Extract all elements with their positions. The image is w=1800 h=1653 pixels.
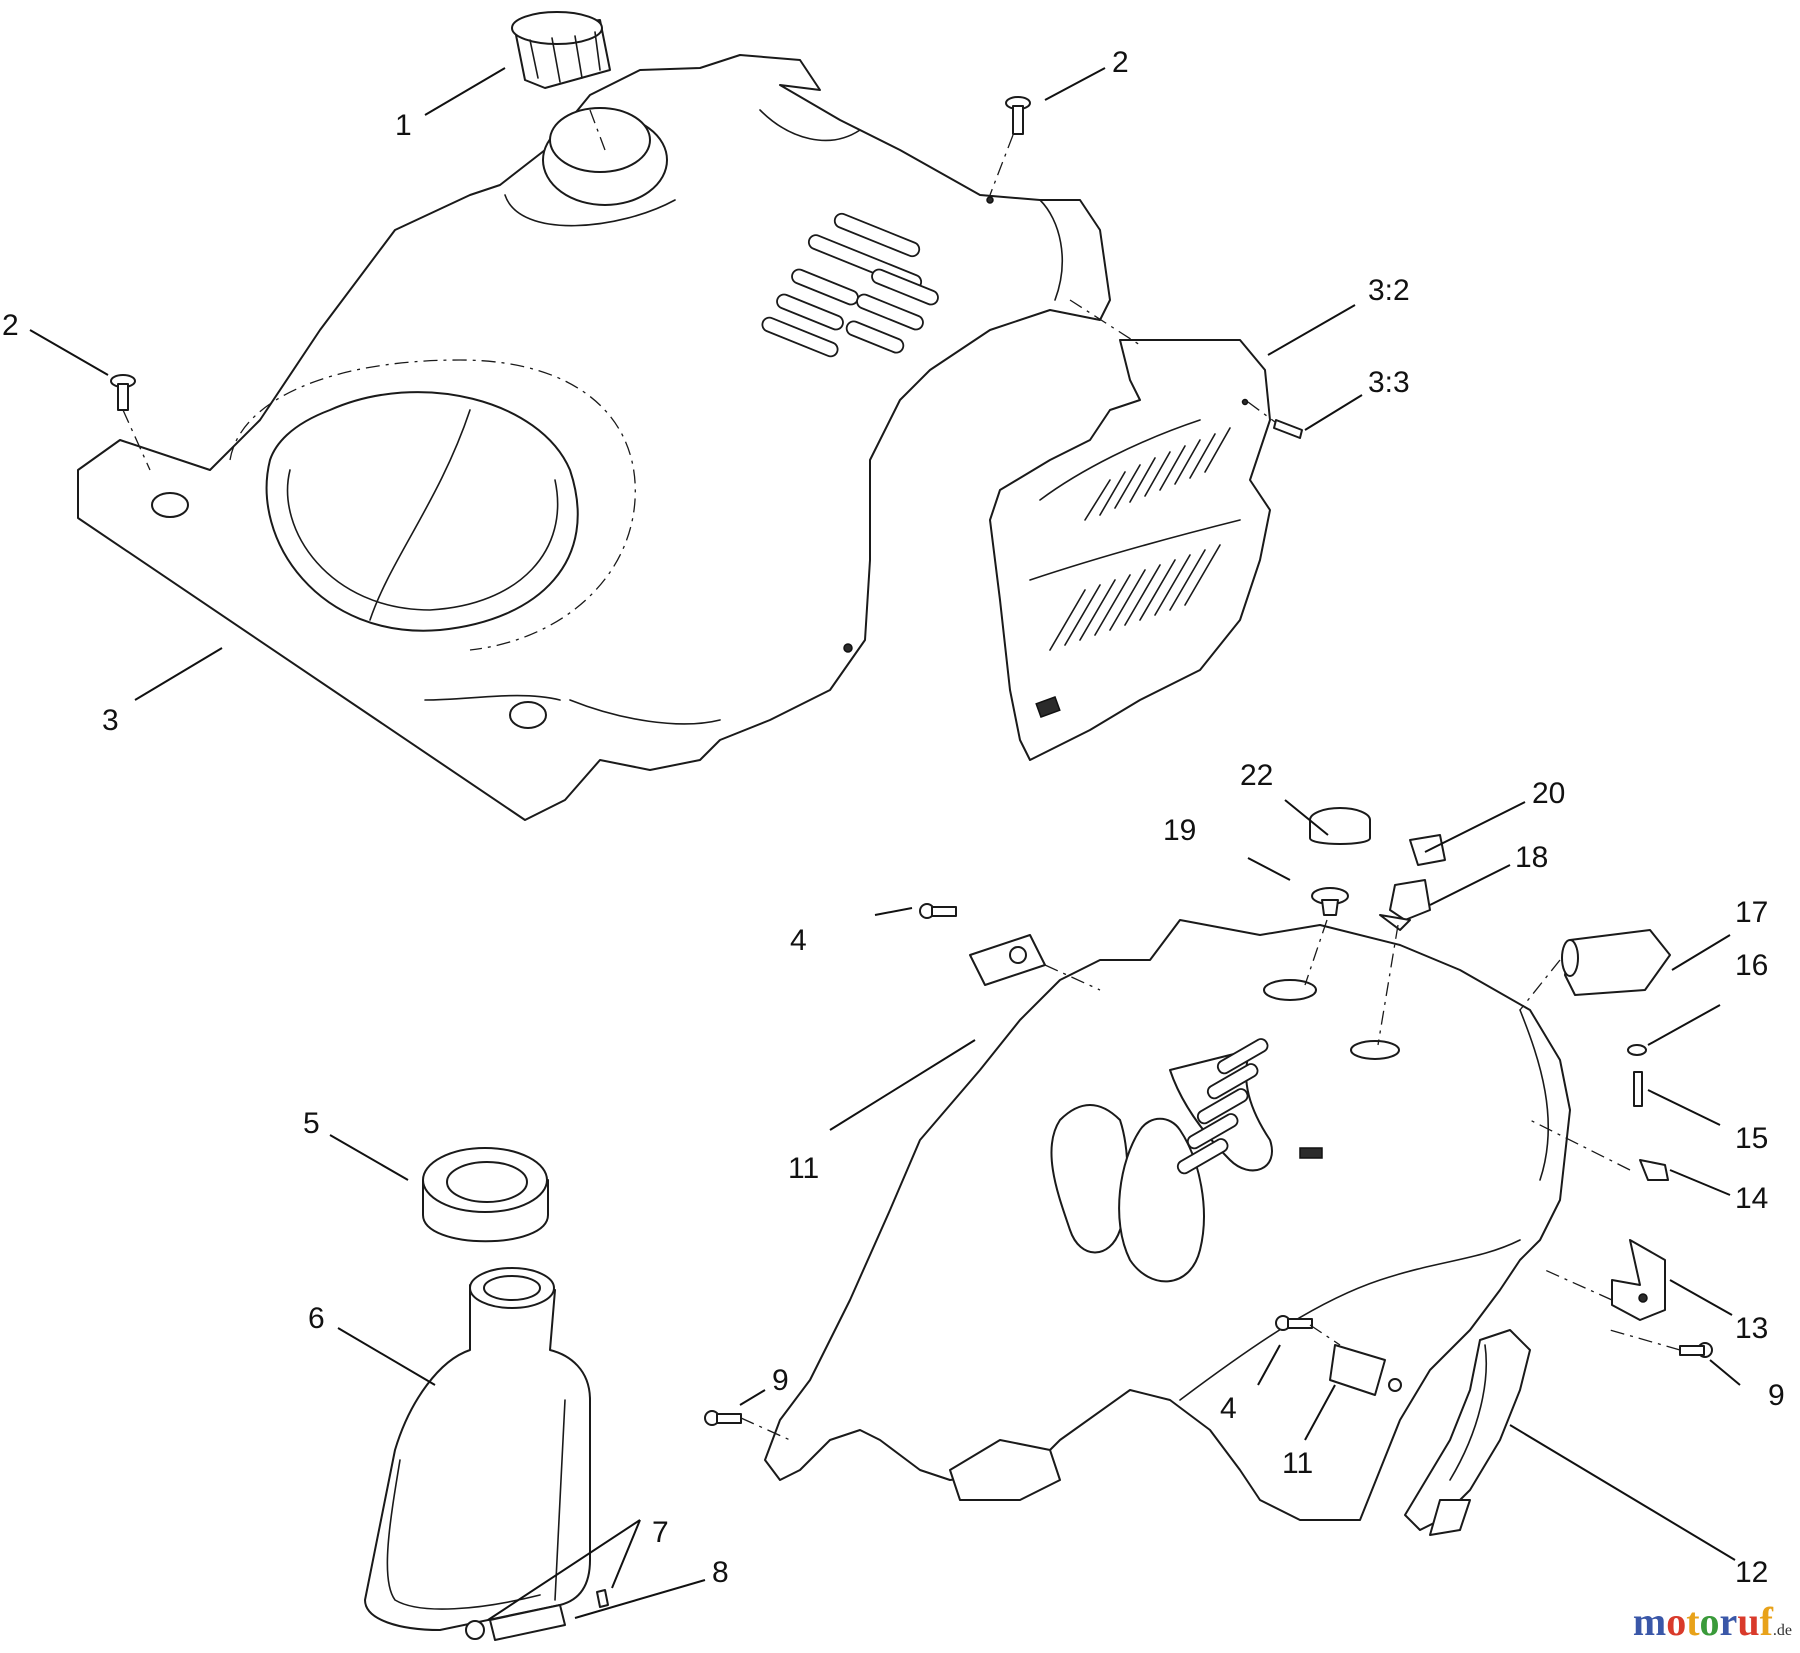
ring-19 [1311,887,1349,916]
watermark-letter: t [1686,1599,1700,1644]
callout-11-upper: 11 [788,1152,819,1185]
callout-11-lower: 11 [1282,1447,1313,1480]
watermark-letter: r [1719,1599,1738,1644]
callout-9-right: 9 [1768,1379,1785,1412]
watermark-letter: m [1632,1599,1667,1644]
fuel-cap [511,11,611,89]
cable-clamp-11-upper [969,934,1046,986]
callout-3-3: 3:3 [1368,366,1410,399]
fuel-line-8 [489,1604,566,1641]
callout-2-top: 2 [1112,46,1129,79]
callout-3-2: 3:2 [1368,274,1410,307]
cable-clamp-11-lower [1329,1344,1402,1396]
watermark-logo: motoruf.de [1633,1598,1792,1645]
callout-14: 14 [1735,1182,1768,1215]
callout-1: 1 [395,109,412,142]
bolt-4-lower [1275,1315,1313,1331]
leader-lines [29,67,1741,1621]
callout-2-left: 2 [2,309,19,342]
callout-13: 13 [1735,1312,1768,1345]
handle-strip-12 [1404,1329,1531,1536]
callout-15: 15 [1735,1122,1768,1155]
watermark-letter: f [1759,1599,1773,1644]
callout-16: 16 [1735,949,1768,982]
callout-7: 7 [652,1516,669,1549]
callout-22: 22 [1240,759,1273,792]
callout-4-upper: 4 [790,924,807,957]
callout-5: 5 [303,1107,320,1140]
watermark-letter: o [1666,1599,1687,1644]
grille-slats [1049,427,1231,651]
bolt-9-right [1679,1342,1713,1358]
fuel-tank-6 [364,1267,591,1631]
bolt-9-left [704,1410,742,1426]
ignition-switch-18 [1379,879,1431,931]
knob-17 [1561,929,1671,996]
watermark-letter: u [1737,1599,1760,1644]
callout-8: 8 [712,1556,729,1589]
callout-3: 3 [102,704,119,737]
washer-16 [1627,1044,1647,1056]
screw-2-left [110,374,136,411]
callout-19: 19 [1163,814,1196,847]
screw-3-3 [1273,419,1303,439]
callout-9-left: 9 [772,1364,789,1397]
dash-vents [1176,1038,1269,1175]
screw-2-top [1005,96,1031,135]
callout-20: 20 [1532,777,1565,810]
callout-12: 12 [1735,1556,1768,1589]
cap-22 [1309,807,1371,845]
grommet-5 [422,1147,549,1243]
screw-15 [1633,1071,1643,1107]
callout-labels: 1 2 2 3 3:2 3:3 22 20 19 18 17 16 15 14 … [2,46,1785,1589]
callout-6: 6 [308,1302,325,1335]
dash-panel [764,919,1571,1521]
shroud-vents [761,212,939,358]
callout-18: 18 [1515,841,1548,874]
watermark-letter: o [1699,1599,1720,1644]
bracket-13 [1611,1239,1666,1321]
hose-clamp-7 [465,1589,609,1640]
watermark-tld: .de [1772,1622,1792,1639]
clip-14 [1639,1159,1669,1181]
callout-17: 17 [1735,896,1768,929]
side-grille-cover [989,339,1271,761]
engine-shroud [77,54,1111,821]
bolt-4-upper [919,903,957,919]
callout-4-lower: 4 [1220,1392,1237,1425]
